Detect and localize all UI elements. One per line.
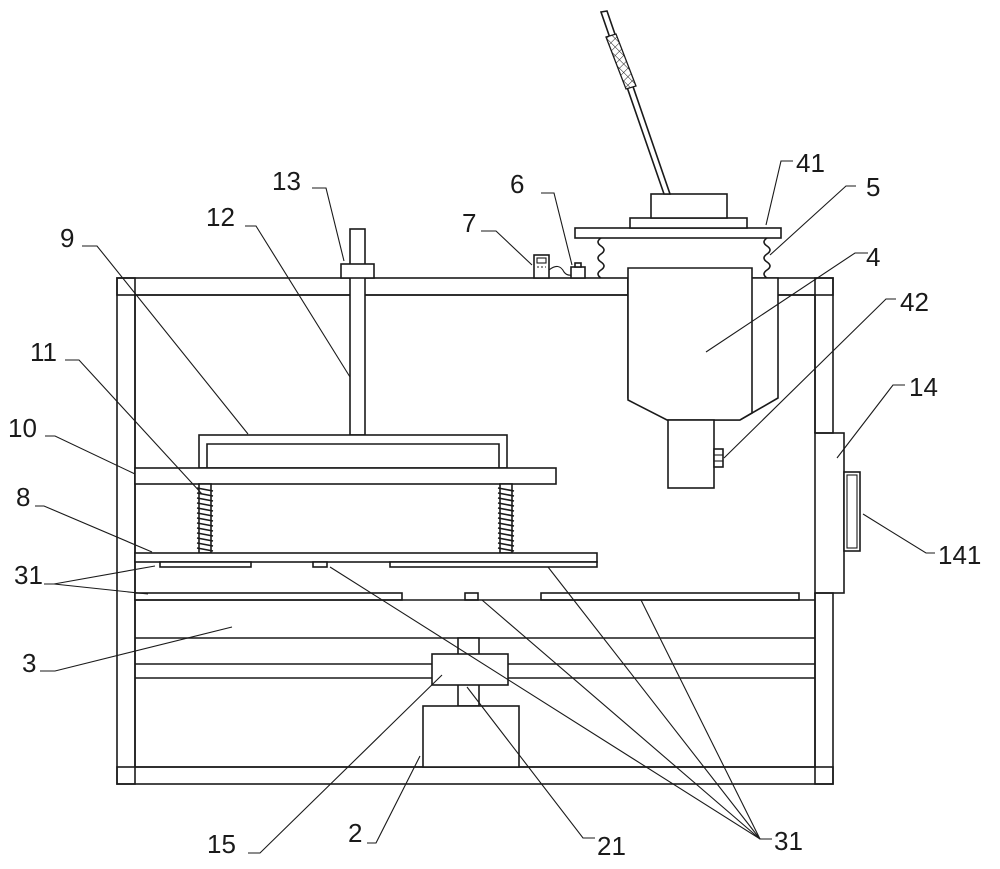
top-wall-left — [116, 277, 629, 296]
plate-8 — [134, 552, 598, 563]
nut — [340, 263, 375, 279]
label-141: 141 — [938, 540, 981, 570]
spring-coil — [497, 507, 515, 512]
right-wall-lower — [814, 592, 834, 785]
label-2: 2 — [348, 818, 362, 848]
screw-rod — [340, 228, 375, 436]
spring-coil — [196, 547, 214, 552]
hopper — [574, 10, 782, 489]
spring-coil — [196, 487, 214, 492]
spring-coil — [196, 502, 214, 507]
label-4: 4 — [866, 242, 880, 272]
label-5: 5 — [866, 172, 880, 202]
spring-coil — [196, 522, 214, 527]
label-15: 15 — [207, 829, 236, 859]
label-7: 7 — [462, 208, 476, 238]
controller — [533, 254, 550, 279]
leader-lines — [35, 160, 935, 854]
press-cover — [198, 434, 508, 469]
label-42: 42 — [900, 287, 929, 317]
spring-coil — [497, 492, 515, 497]
spring-coil — [497, 497, 515, 502]
label-41: 41 — [796, 148, 825, 178]
spring-coil — [497, 547, 515, 552]
label-9: 9 — [60, 223, 74, 253]
spring-left — [597, 237, 605, 279]
label-21: 21 — [597, 831, 626, 861]
pad-31 — [389, 561, 598, 568]
pad-31 — [464, 592, 479, 601]
spring-coil — [196, 497, 214, 502]
door-handle — [843, 471, 861, 552]
label-12: 12 — [206, 202, 235, 232]
rod-grip — [605, 33, 637, 90]
spring-coil — [196, 492, 214, 497]
valve-knob — [713, 448, 724, 468]
flange-plate — [574, 227, 782, 239]
spring-coil — [196, 537, 214, 542]
spring-coil — [196, 542, 214, 547]
spring-coil — [497, 532, 515, 537]
label-11: 11 — [30, 337, 57, 367]
spring-coil — [196, 507, 214, 512]
door-panel — [814, 432, 845, 594]
left-wall — [116, 277, 136, 785]
label-13: 13 — [272, 166, 301, 196]
label-8: 8 — [16, 482, 30, 512]
spring-coil — [196, 512, 214, 517]
spring-coil — [497, 537, 515, 542]
label-3: 3 — [22, 648, 36, 678]
spring-coil — [497, 512, 515, 517]
hopper-cap — [650, 193, 728, 219]
spring-coil — [497, 527, 515, 532]
spring-coil — [497, 487, 515, 492]
label-10: 10 — [8, 413, 37, 443]
pad-31 — [134, 592, 403, 601]
springs-11 — [196, 483, 515, 554]
pad-31 — [312, 561, 328, 568]
label-31-left: 31 — [14, 560, 43, 590]
spring-coil — [196, 532, 214, 537]
label-14: 14 — [909, 372, 938, 402]
spring-right — [763, 237, 771, 279]
bearing — [431, 653, 509, 686]
label-6: 6 — [510, 169, 524, 199]
right-wall-upper — [814, 277, 834, 434]
spring-coil — [196, 517, 214, 522]
hopper-outlet — [667, 419, 715, 489]
spring-coil — [497, 522, 515, 527]
label-31-right: 31 — [774, 826, 803, 856]
spring-coil — [497, 542, 515, 547]
spring-coil — [497, 517, 515, 522]
pad-31 — [159, 561, 252, 568]
labels: 13 12 9 11 10 8 31 3 7 6 41 5 4 42 14 14… — [8, 148, 981, 861]
spring-coil — [196, 527, 214, 532]
door — [814, 432, 861, 594]
motor-assembly — [422, 637, 520, 768]
flange-collar — [629, 217, 748, 229]
spring-coil — [497, 502, 515, 507]
sensor — [548, 262, 586, 279]
pad-31 — [540, 592, 800, 601]
plate-10 — [134, 467, 557, 485]
motor — [422, 705, 520, 768]
